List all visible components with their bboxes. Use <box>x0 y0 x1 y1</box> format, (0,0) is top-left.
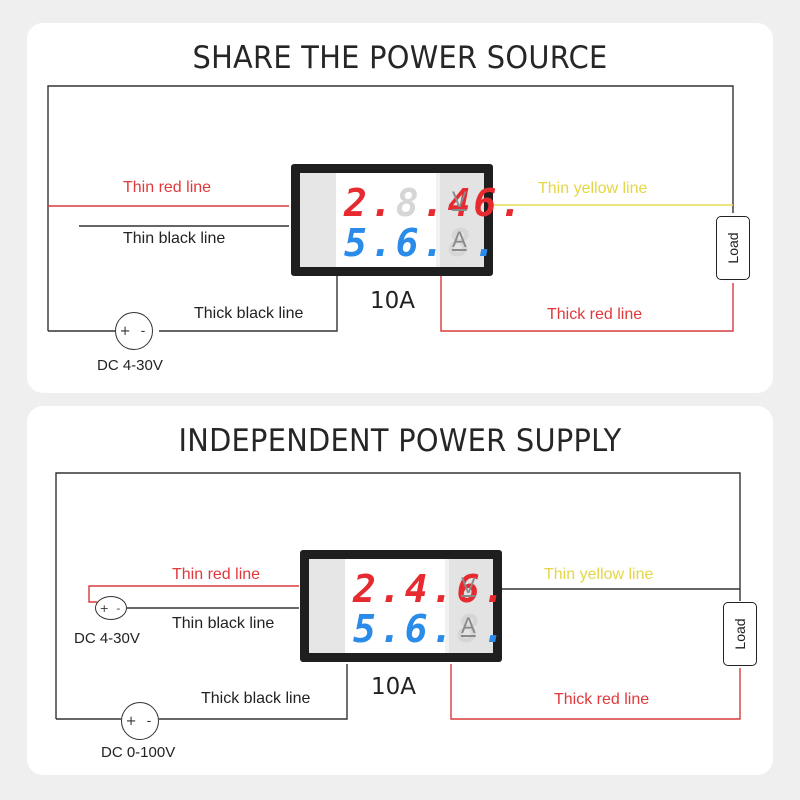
battery-symbol: + - <box>99 601 123 615</box>
label-thin-yellow-line: Thin yellow line <box>538 180 648 197</box>
load-label: Load <box>725 232 741 264</box>
label-thin-black-line: Thin black line <box>123 230 226 247</box>
battery-symbol: + - <box>119 323 149 339</box>
voltmeter-ammeter: 2.4.6. 5.6.8. V A <box>300 550 505 662</box>
voltage-digit: 2 <box>353 567 379 611</box>
meter-stripe <box>300 173 336 267</box>
battery-icon: + - <box>115 312 153 350</box>
current-digit: 5 <box>344 221 370 265</box>
wire-thin-red <box>88 585 299 603</box>
current-reading: 5.6.8. <box>344 221 500 265</box>
unit-amps: A <box>461 613 476 638</box>
current-reading: 5.6.8. <box>353 607 509 651</box>
meter-unit-column <box>449 559 493 653</box>
meter-face: 2.8.46. 5.6.8. V A <box>300 173 522 267</box>
panel-independent-power-supply: INDEPENDENT POWER SUPPLY + - + - 2.4.6. … <box>27 406 773 775</box>
battery-icon: + - <box>121 702 159 740</box>
panel-title: SHARE THE POWER SOURCE <box>192 40 608 76</box>
current-rating: 10A <box>370 288 416 314</box>
label-thick-black-line: Thick black line <box>194 305 304 322</box>
current-digit: 6 <box>395 221 422 265</box>
unit-volts: V <box>452 187 467 212</box>
panel-title: INDEPENDENT POWER SUPPLY <box>178 423 622 459</box>
meter-stripe <box>309 559 345 653</box>
current-digit: 5 <box>353 607 379 651</box>
voltage-digit: 4 <box>404 567 431 611</box>
label-thin-yellow-line: Thin yellow line <box>544 566 654 583</box>
meter-unit-column <box>440 173 484 267</box>
wire-thick-black-meter <box>159 275 338 332</box>
voltmeter-ammeter: 2.8.46. 5.6.8. V A <box>291 164 522 276</box>
meter-face: 2.4.6. 5.6.8. V A <box>309 559 505 653</box>
label-thick-red-line: Thick red line <box>554 691 650 708</box>
voltage-reading: 2.4.6. <box>353 567 509 611</box>
label-power-source: DC 0-100V <box>101 744 176 761</box>
label-thick-red-line: Thick red line <box>547 306 643 323</box>
wiring-diagram-bottom <box>55 472 741 720</box>
meter-window <box>345 559 445 653</box>
voltage-reading: 2.8.46. <box>344 181 526 225</box>
voltage-digit: 6 <box>456 567 483 611</box>
current-rating: 10A <box>371 674 417 700</box>
wiring-diagram-top <box>47 85 734 332</box>
voltage-digit: 2 <box>344 181 370 225</box>
label-power-source: DC 4-30V <box>97 357 163 374</box>
small-battery-icon: + - <box>95 596 127 620</box>
voltage-digit: 6 <box>473 181 500 225</box>
label-thin-black-line: Thin black line <box>172 615 275 632</box>
unit-volts: V <box>461 573 476 598</box>
meter-window <box>336 173 436 267</box>
load-label: Load <box>732 618 748 650</box>
unit-amps: A <box>452 227 467 252</box>
wire-thick-red <box>440 275 734 332</box>
wire-thick-black-meter <box>159 664 348 720</box>
wire-main-black <box>47 85 734 331</box>
battery-symbol: + - <box>125 713 155 729</box>
label-small-power-source: DC 4-30V <box>74 630 140 647</box>
current-digit: 6 <box>404 607 431 651</box>
wire-main-black <box>55 472 741 719</box>
label-thin-red-line: Thin red line <box>123 179 212 196</box>
label-thick-black-line: Thick black line <box>201 690 311 707</box>
wire-thick-red <box>450 664 741 720</box>
load-box: Load <box>716 216 750 280</box>
load-box: Load <box>723 602 757 666</box>
label-thin-red-line: Thin red line <box>172 566 261 583</box>
voltage-digit: 4 <box>447 181 474 225</box>
panel-share-power-source: SHARE THE POWER SOURCE + - 2.8.46. 5.6.8… <box>27 23 773 393</box>
